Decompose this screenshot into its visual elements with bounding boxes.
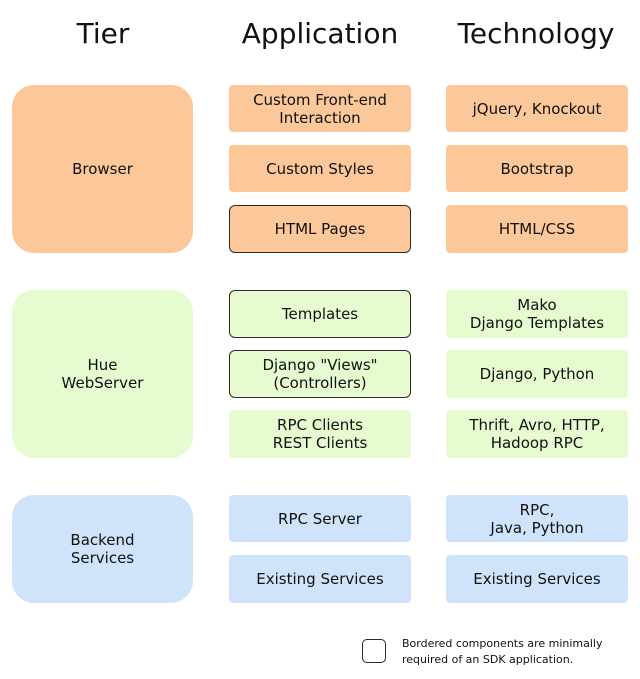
tech-mako-django-templates: Mako Django Templates — [446, 290, 628, 338]
tier-column-header: Tier — [76, 17, 130, 50]
tier-hue-webserver: Hue WebServer — [12, 290, 193, 458]
tech-rpc-java-python: RPC, Java, Python — [446, 495, 628, 542]
legend-bordered-swatch — [362, 639, 386, 663]
app-rpc-server: RPC Server — [229, 495, 411, 542]
tech-jquery-knockout: jQuery, Knockout — [446, 85, 628, 132]
app-django-views: Django "Views" (Controllers) — [229, 350, 411, 398]
tech-django-python: Django, Python — [446, 350, 628, 398]
app-html-pages: HTML Pages — [229, 205, 411, 253]
app-templates: Templates — [229, 290, 411, 338]
app-rpc-rest-clients: RPC Clients REST Clients — [229, 410, 411, 458]
app-existing-services: Existing Services — [229, 555, 411, 603]
tech-thrift-avro-http: Thrift, Avro, HTTP, Hadoop RPC — [446, 410, 628, 458]
tech-html-css: HTML/CSS — [446, 205, 628, 253]
app-custom-front-end-interaction: Custom Front-end Interaction — [229, 85, 411, 132]
tier-browser: Browser — [12, 85, 193, 253]
tier-backend-services: Backend Services — [12, 495, 193, 603]
tech-bootstrap: Bootstrap — [446, 145, 628, 192]
tech-existing-services: Existing Services — [446, 555, 628, 603]
application-column-header: Application — [241, 17, 399, 50]
app-custom-styles: Custom Styles — [229, 145, 411, 192]
legend-text: Bordered components are minimally requir… — [402, 637, 603, 666]
technology-column-header: Technology — [457, 17, 615, 50]
